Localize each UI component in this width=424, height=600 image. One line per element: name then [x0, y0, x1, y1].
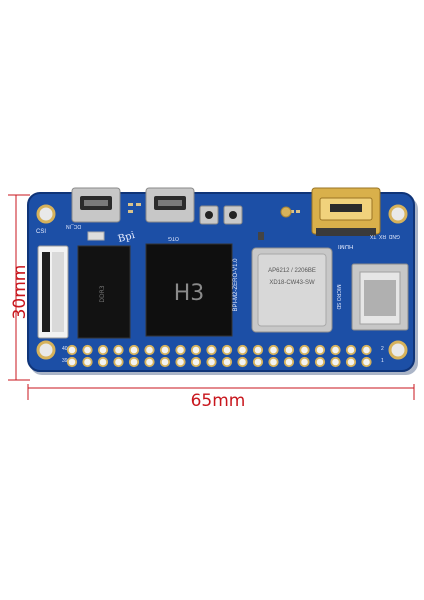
gpio-pin-hole — [252, 356, 264, 368]
silk-csi: CSI — [36, 229, 47, 235]
gpio-pin-hole — [330, 356, 341, 368]
gpio-pin-hole — [97, 344, 109, 356]
gpio-pin-hole — [144, 344, 155, 356]
mounting-hole — [388, 204, 408, 224]
gpio-pin-hole — [345, 344, 357, 356]
gpio-pin-hole — [283, 356, 295, 368]
gpio-header — [66, 344, 372, 368]
silk-gnd-rx-tx: GND RX TX — [370, 233, 400, 239]
gpio-pin-hole — [268, 356, 279, 368]
silk-pin-40: 40 — [62, 346, 68, 352]
micro-sd-slot — [351, 263, 409, 331]
silk-model: BPI-M2-ZERO-V1.0 — [233, 258, 239, 312]
gpio-pin-hole — [237, 344, 248, 356]
gpio-pin-hole — [206, 356, 217, 368]
gpio-pin-hole — [330, 344, 341, 356]
gpio-pin-hole — [113, 356, 124, 368]
silk-micro-sd: MICRO SD — [335, 284, 341, 310]
wifi-label: AP6212 / 2206BE — [268, 268, 316, 274]
wifi-module-text: XD18-CW43-SW — [269, 280, 315, 286]
mounting-hole — [388, 340, 408, 360]
mini-hdmi-connector — [311, 187, 381, 236]
gpio-pin-hole — [82, 356, 93, 368]
gpio-pin-hole — [82, 344, 93, 356]
mounting-hole — [36, 204, 56, 224]
gpio-pin-hole — [345, 356, 357, 368]
silk-pin-2: 2 — [381, 346, 384, 352]
gpio-pin-hole — [175, 344, 186, 356]
gpio-pin-hole — [314, 344, 326, 356]
silk-pin-39: 39 — [62, 358, 68, 364]
csi-connector — [37, 245, 69, 339]
gpio-pin-hole — [299, 356, 310, 368]
micro-usb-otg — [145, 187, 195, 223]
gpio-pin-hole — [113, 344, 124, 356]
gpio-pin-hole — [361, 356, 372, 368]
gpio-pin-hole — [221, 344, 233, 356]
micro-usb-dc-in — [71, 187, 121, 223]
width-dimension-label: 65mm — [190, 391, 246, 411]
silk-dc-in: DC_IN — [66, 223, 82, 229]
gpio-pin-hole — [283, 344, 295, 356]
gpio-pin-hole — [144, 356, 155, 368]
gpio-pin-hole — [66, 344, 78, 356]
mounting-holes — [36, 204, 408, 360]
gpio-pin-hole — [159, 356, 171, 368]
gpio-pin-hole — [190, 356, 202, 368]
height-dimension-label: 30mm — [10, 264, 30, 320]
gpio-pin-hole — [97, 356, 109, 368]
gpio-pin-hole — [314, 356, 326, 368]
silk-pin-1: 1 — [381, 358, 384, 364]
dimension-lines — [8, 194, 415, 400]
silk-otg: OTG — [168, 235, 179, 241]
gpio-pin-hole — [237, 356, 248, 368]
silk-hdmi: HDMI — [338, 243, 354, 249]
gpio-pin-hole — [66, 356, 78, 368]
svg-text:DDR3: DDR3 — [99, 285, 106, 302]
antenna-connector-icon — [280, 206, 292, 218]
gpio-pin-hole — [252, 344, 264, 356]
mounting-hole — [36, 340, 56, 360]
push-buttons — [199, 205, 243, 225]
gpio-pin-hole — [175, 356, 186, 368]
gpio-pin-hole — [128, 356, 140, 368]
gpio-pin-hole — [190, 344, 202, 356]
gpio-pin-hole — [268, 344, 279, 356]
gpio-pin-hole — [221, 356, 233, 368]
ram-chip: DDR3 — [77, 245, 131, 339]
gpio-pin-hole — [128, 344, 140, 356]
smd-components — [87, 203, 300, 241]
soc-label: H3 — [174, 281, 205, 306]
soc-chip: H3 — [145, 243, 233, 337]
gpio-pin-hole — [361, 344, 372, 356]
gpio-pin-hole — [159, 344, 171, 356]
gpio-pin-hole — [206, 344, 217, 356]
wifi-module — [251, 247, 333, 333]
gpio-pin-hole — [299, 344, 310, 356]
